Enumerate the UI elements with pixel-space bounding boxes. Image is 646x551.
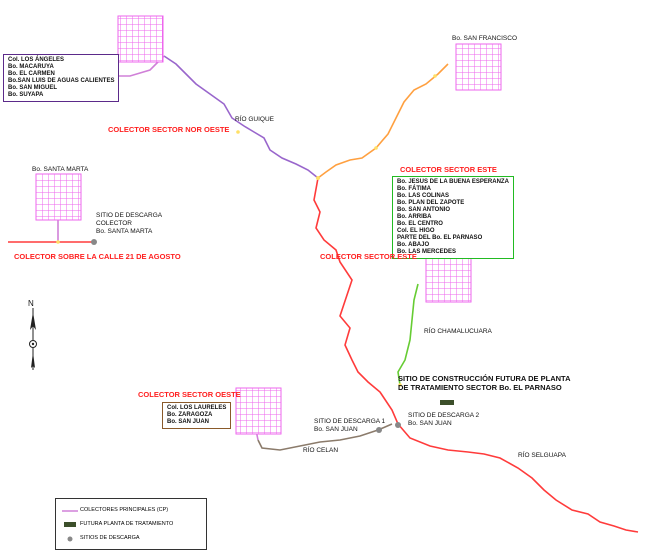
neighborhood-item: Bo. ARRIBA [397,214,432,220]
neighborhood-item: Bo. SAN JUAN [167,419,210,425]
neighborhood-item: Bo. EL CENTRO [397,221,443,227]
label-sitio-descarga-2: SITIO DE DESCARGA 2 Bo. SAN JUAN [408,412,480,427]
neighborhood-item: Bo. JESUS DE LA BUENA ESPERANZA [397,179,509,185]
map-legend: COLECTORES PRINCIPALES (CP) FUTURA PLANT… [55,498,207,550]
grid-block-noroeste [117,15,164,63]
legend-row-planta: FUTURA PLANTA DE TRATAMIENTO [62,521,173,527]
discharge-site-2 [395,422,401,428]
north-arrow-icon [29,308,37,370]
neighborhood-item: Bo. ZARAGOZA [167,412,213,418]
label-sitio-descarga-1: SITIO DE DESCARGA 1 Bo. SAN JUAN [314,418,386,433]
legend-sitios-label: SITIOS DE DESCARGA [80,535,140,541]
label-santa-marta: Bo. SANTA MARTA [32,166,89,173]
neighborhood-item: Bo. ABAJO [397,242,430,248]
label-rio-chamalucuara: RÍO CHAMALUCUARA [424,328,492,335]
label-sitio-descarga-santa-marta: SITIO DE DESCARGA COLECTOR Bo. SANTA MAR… [96,212,163,235]
collector-joints [56,74,437,387]
neighborhood-item: PARTE DEL Bo. EL PARNASO [397,235,483,241]
label-rio-selguapa: RÍO SELGUAPA [518,452,566,459]
neighborhood-item: Bo. SUYAPA [8,92,44,98]
label-colector-este-river: COLECTOR SECTOR ESTE [320,252,417,261]
north-label: N [28,299,34,308]
neighborhood-item: Bo. EL CARMEN [8,71,55,77]
grid-block-oeste [235,387,282,435]
neighborhood-item: Bo. PLAN DEL ZAPOTE [397,200,465,206]
grid-block-este [425,255,472,303]
label-colector-calle: COLECTOR SOBRE LA CALLE 21 DE AGOSTO [14,252,181,261]
river-brown-celan [257,423,393,451]
discharge-site-1 [376,427,382,433]
river-green-chamalucuara [397,283,419,386]
legend-planta-label: FUTURA PLANTA DE TRATAMIENTO [80,521,174,527]
grid-block-santamarta [35,173,82,221]
label-rio-guique: RÍO GUIQUE [235,116,275,123]
neighborhood-item: Bo. SAN MIGUEL [8,85,57,91]
label-planta-futura: SITIO DE CONSTRUCCIÓN FUTURA DE PLANTA D… [398,374,571,392]
river-main-red [313,177,639,533]
label-san-francisco: Bo. SAN FRANCISCO [452,35,518,42]
label-colector-oeste: COLECTOR SECTOR OESTE [138,390,241,399]
neighborhood-item: Col. LOS LAURELES [167,405,227,411]
neighborhood-item: Bo. FÁTIMA [397,186,431,192]
label-rio-celan: RÍO CELAN [303,447,339,454]
neighborhood-item: Bo. MACARUYA [8,64,54,70]
neighborhood-item: Col. LOS ÁNGELES [8,57,65,63]
neighborhood-item: Bo. SAN ANTONIO [397,207,451,213]
future-plant-marker [440,400,454,405]
discharge-site-santa-marta [91,239,97,245]
river-purple-guique [163,55,319,179]
neighborhood-item: Bo. LAS MERCEDES [397,249,457,255]
neighborhood-item: Bo.SAN LUIS DE AGUAS CALIENTES [8,78,115,84]
neighborhood-item: Col. EL HIGO [397,228,435,234]
neighborhood-item: Bo. LAS COLINAS [397,193,449,199]
river-orange-sanfrancisco [317,63,449,179]
grid-block-sanfrancisco [455,43,502,91]
legend-row-colectores: COLECTORES PRINCIPALES (CP) [62,507,168,513]
legend-colectores-label: COLECTORES PRINCIPALES (CP) [80,507,169,513]
label-colector-noroeste: COLECTOR SECTOR NOR OESTE [108,125,230,134]
legend-row-sitios: SITIOS DE DESCARGA [62,535,140,542]
label-colector-este-box: COLECTOR SECTOR ESTE [400,165,497,174]
